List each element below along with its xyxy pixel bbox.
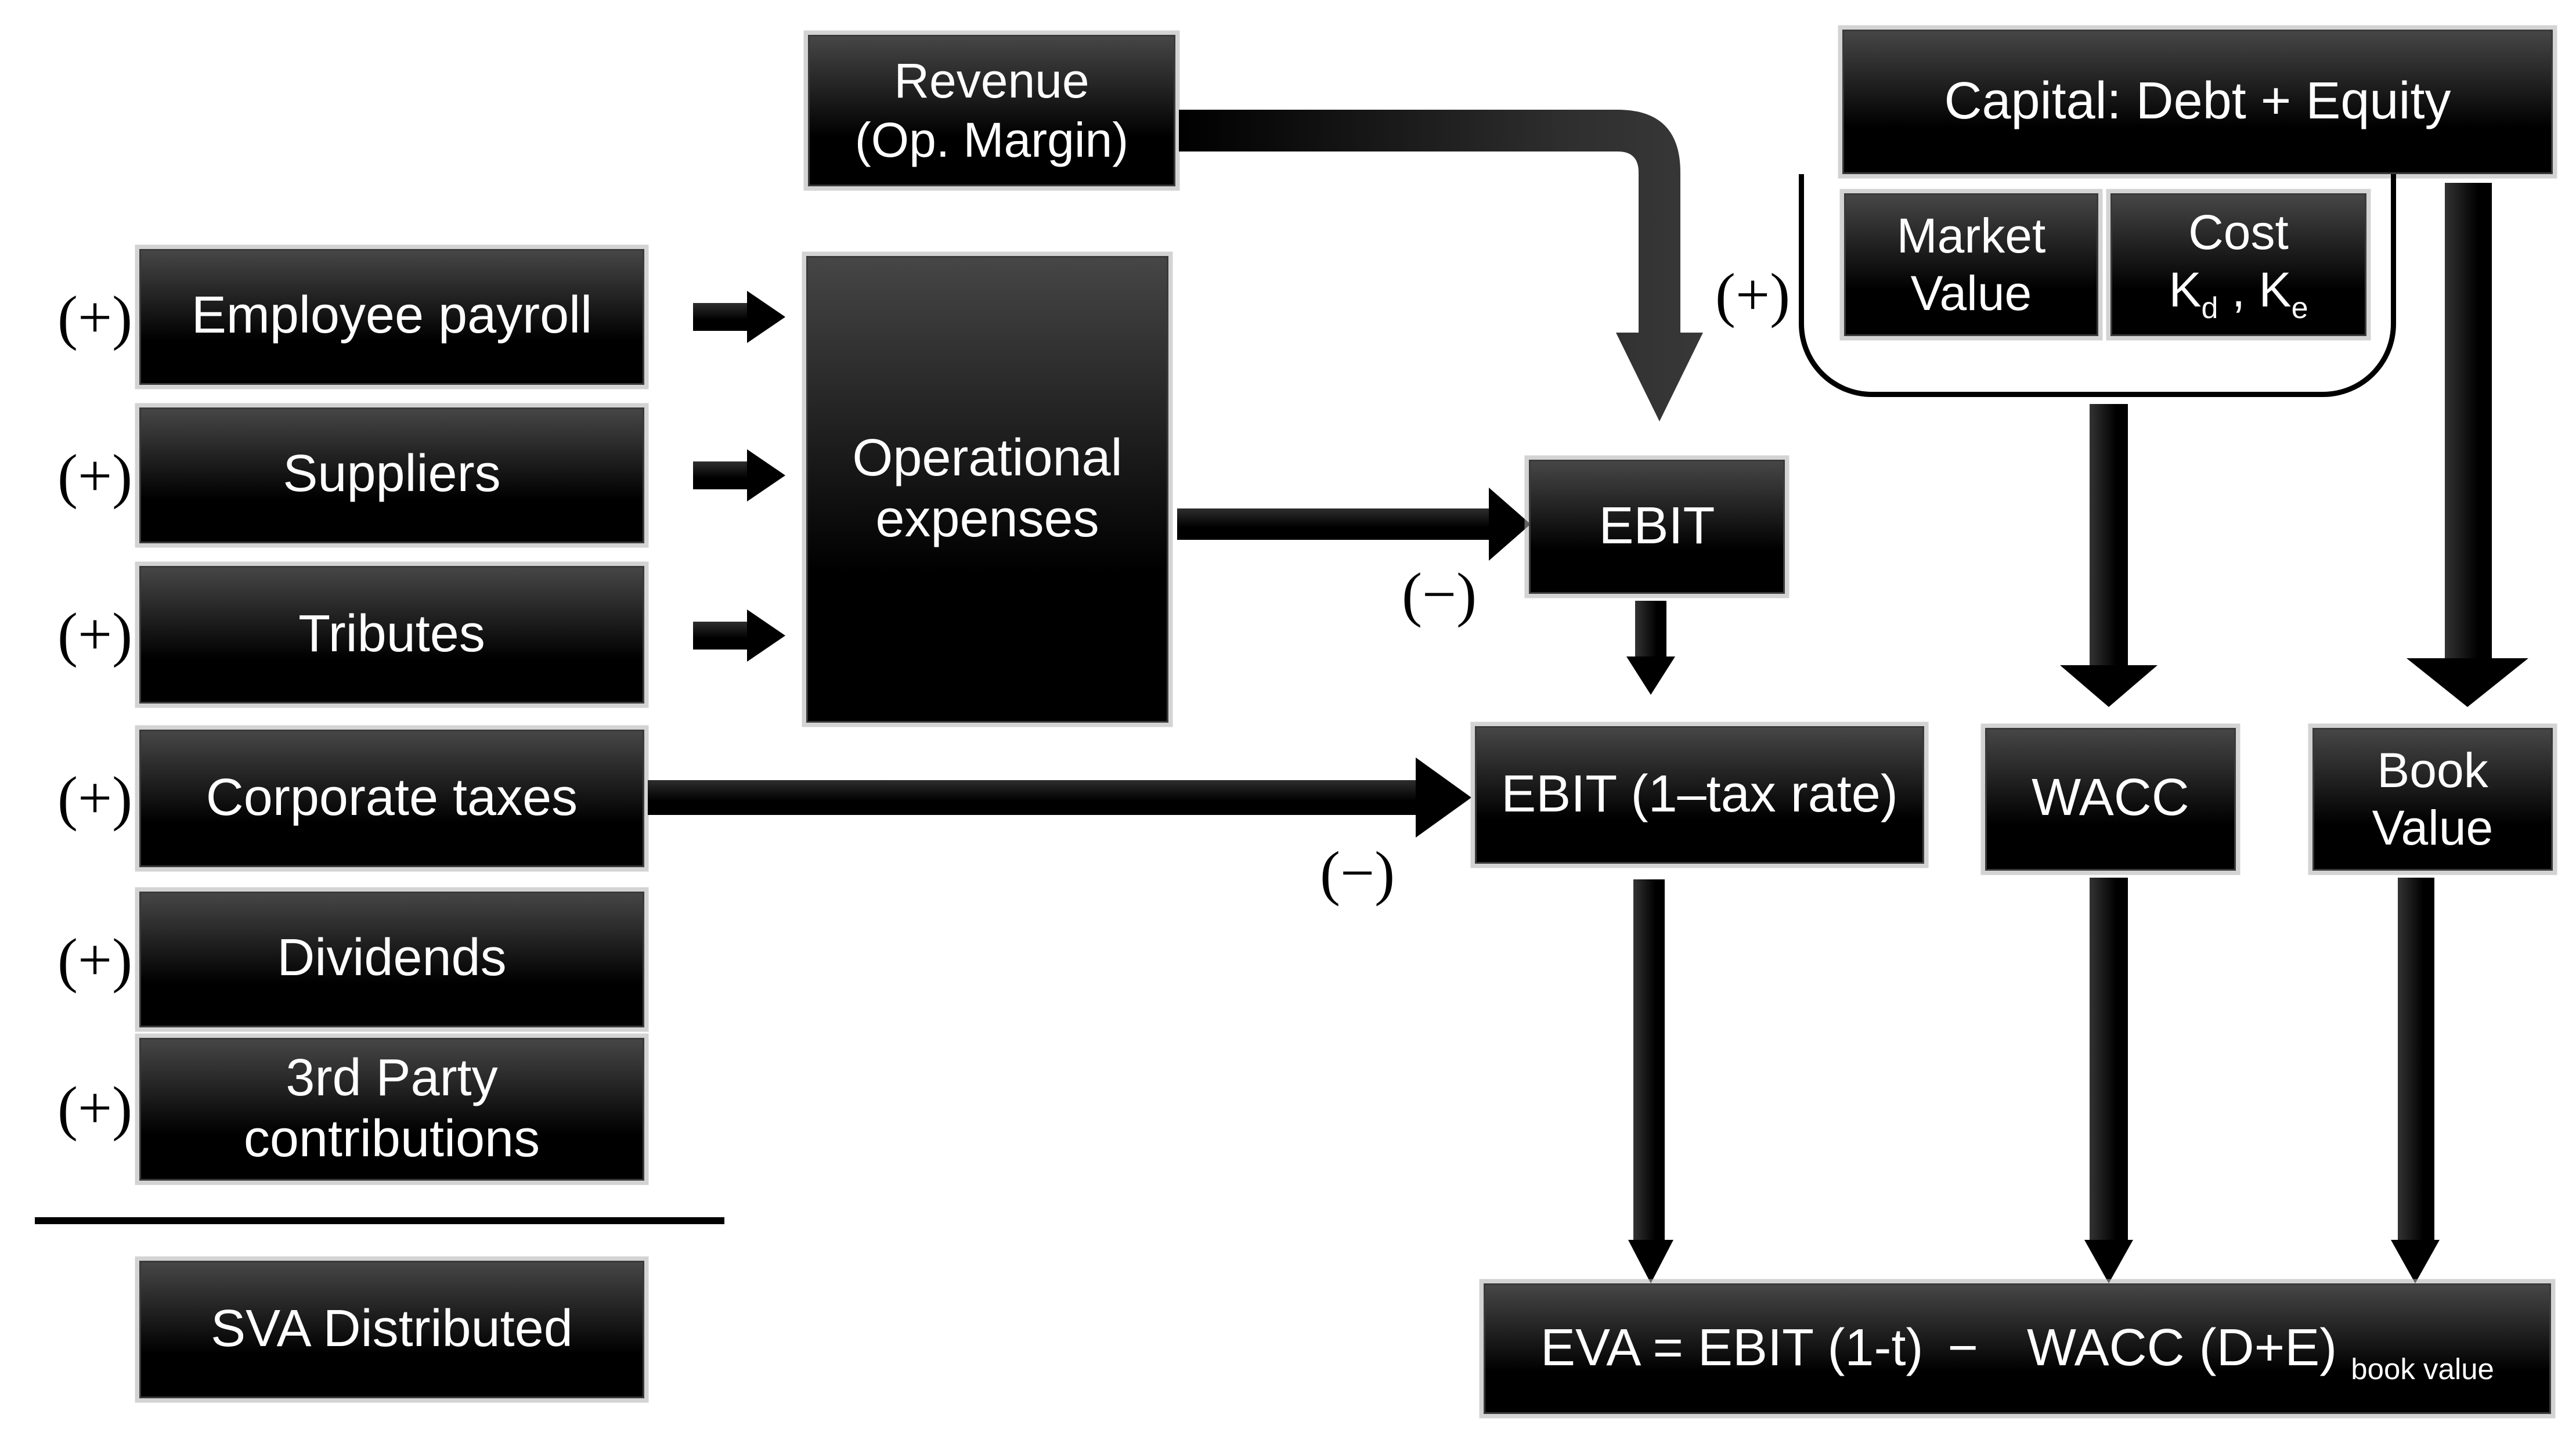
plus-sign-3rd-party: (+) bbox=[57, 1074, 133, 1142]
bookvalue-to-eva-arrow-head-icon bbox=[2391, 1240, 2440, 1283]
flow-box-ebit-after-tax: EBIT (1–tax rate) bbox=[1475, 726, 1924, 864]
eva-formula-part1: EVA = EBIT (1-t) bbox=[1540, 1319, 1924, 1377]
ebitat-to-eva-arrow-head-icon bbox=[1628, 1240, 1673, 1283]
flow-box-tributes: Tributes bbox=[139, 566, 644, 704]
taxes-to-ebitat-arrow-icon bbox=[648, 780, 1416, 815]
right-arrow-icon bbox=[693, 622, 747, 650]
flow-box-label: SVA Distributed bbox=[211, 1300, 573, 1358]
opex-to-ebit-arrow-head-icon bbox=[1489, 488, 1531, 561]
plus-sign-corporate-taxes: (+) bbox=[57, 764, 133, 832]
flow-box-label: Tributes bbox=[298, 605, 485, 663]
capital-components-bracket bbox=[1799, 174, 2396, 397]
ebit-after-tax-label: EBIT (1–tax rate) bbox=[1501, 766, 1898, 824]
plus-sign-suppliers: (+) bbox=[57, 442, 133, 510]
capital-to-wacc-arrow-head-icon bbox=[2060, 665, 2158, 707]
cost-line1: Cost bbox=[2188, 205, 2289, 259]
eva-formula-subscript: book value bbox=[2351, 1352, 2494, 1386]
flow-box-employee-payroll: Employee payroll bbox=[139, 249, 644, 385]
market-value-line2: Value bbox=[1910, 266, 2032, 320]
book-value-line1: Book bbox=[2377, 743, 2488, 798]
flow-box-label: Corporate taxes bbox=[205, 769, 578, 827]
wacc-to-eva-arrow-icon bbox=[2090, 878, 2128, 1240]
ebit-label: EBIT bbox=[1599, 497, 1715, 555]
right-arrow-head-icon bbox=[747, 609, 785, 662]
right-arrow-head-icon bbox=[747, 449, 785, 502]
capital-to-bookvalue-arrow-icon bbox=[2445, 183, 2492, 658]
right-arrow-icon bbox=[693, 303, 747, 331]
flow-box-suppliers: Suppliers bbox=[139, 407, 644, 543]
flow-box-eva-formula: EVA = EBIT (1-t) − WACC (D+E) book value bbox=[1484, 1283, 2551, 1414]
flow-box-dividends: Dividends bbox=[139, 892, 644, 1027]
revenue-to-ebit-bent-arrow-icon bbox=[1179, 110, 1703, 421]
plus-sign-dividends: (+) bbox=[57, 926, 133, 994]
eva-formula-part2: WACC (D+E) bbox=[2027, 1319, 2337, 1377]
flow-box-capital: Capital: Debt + Equity bbox=[1842, 30, 2553, 174]
flow-box-label: Employee payroll bbox=[191, 287, 593, 345]
flow-box-revenue: Revenue (Op. Margin) bbox=[808, 35, 1175, 186]
flow-box-sva-distributed: SVA Distributed bbox=[139, 1261, 644, 1398]
plus-sign-revenue-flow: (+) bbox=[1715, 261, 1791, 329]
flow-box-label: Suppliers bbox=[283, 446, 501, 504]
right-arrow-head-icon bbox=[747, 291, 785, 343]
market-value-line1: Market bbox=[1896, 208, 2046, 263]
minus-sign-opex: (−) bbox=[1402, 561, 1477, 629]
flow-box-market-value: Market Value bbox=[1844, 193, 2098, 336]
ebit-down-arrow-head-icon bbox=[1626, 656, 1675, 695]
sum-divider-line bbox=[35, 1217, 724, 1224]
ebitat-to-eva-arrow-icon bbox=[1633, 879, 1665, 1240]
capital-to-wacc-arrow-icon bbox=[2090, 404, 2128, 665]
flow-box-3rd-party-contributions: 3rd Party contributions bbox=[139, 1038, 644, 1181]
plus-sign-tributes: (+) bbox=[57, 601, 133, 669]
revenue-label-line2: (Op. Margin) bbox=[854, 112, 1129, 167]
op-expenses-label-line1: Operational bbox=[852, 429, 1123, 487]
bookvalue-to-eva-arrow-icon bbox=[2398, 878, 2434, 1240]
minus-sign-taxes: (−) bbox=[1320, 839, 1395, 907]
right-arrow-icon bbox=[693, 461, 747, 489]
plus-sign-employee-payroll: (+) bbox=[57, 284, 133, 352]
flow-box-cost-of-capital: Cost Kd , Ke bbox=[2110, 193, 2366, 336]
cost-line2: Kd , Ke bbox=[2169, 262, 2308, 325]
book-value-line2: Value bbox=[2372, 801, 2494, 855]
taxes-to-ebitat-arrow-head-icon bbox=[1416, 757, 1471, 838]
flow-box-wacc: WACC bbox=[1985, 728, 2236, 871]
flow-box-label: 3rd Party contributions bbox=[243, 1049, 540, 1168]
flow-box-operational-expenses: Operational expenses bbox=[806, 256, 1168, 723]
ebit-down-arrow-icon bbox=[1635, 601, 1666, 656]
revenue-label-line1: Revenue bbox=[894, 55, 1089, 109]
flow-box-label: Dividends bbox=[277, 930, 507, 988]
capital-to-bookvalue-arrow-head-icon bbox=[2407, 658, 2528, 707]
flow-box-corporate-taxes: Corporate taxes bbox=[139, 730, 644, 867]
eva-formula-minus: − bbox=[1947, 1319, 1979, 1377]
wacc-label: WACC bbox=[2032, 770, 2189, 828]
flow-box-ebit: EBIT bbox=[1529, 460, 1785, 594]
opex-to-ebit-arrow-icon bbox=[1177, 508, 1489, 540]
op-expenses-label-line2: expenses bbox=[875, 491, 1099, 549]
flow-box-book-value: Book Value bbox=[2312, 728, 2553, 871]
capital-label: Capital: Debt + Equity bbox=[1944, 73, 2451, 131]
wacc-to-eva-arrow-head-icon bbox=[2084, 1240, 2133, 1283]
